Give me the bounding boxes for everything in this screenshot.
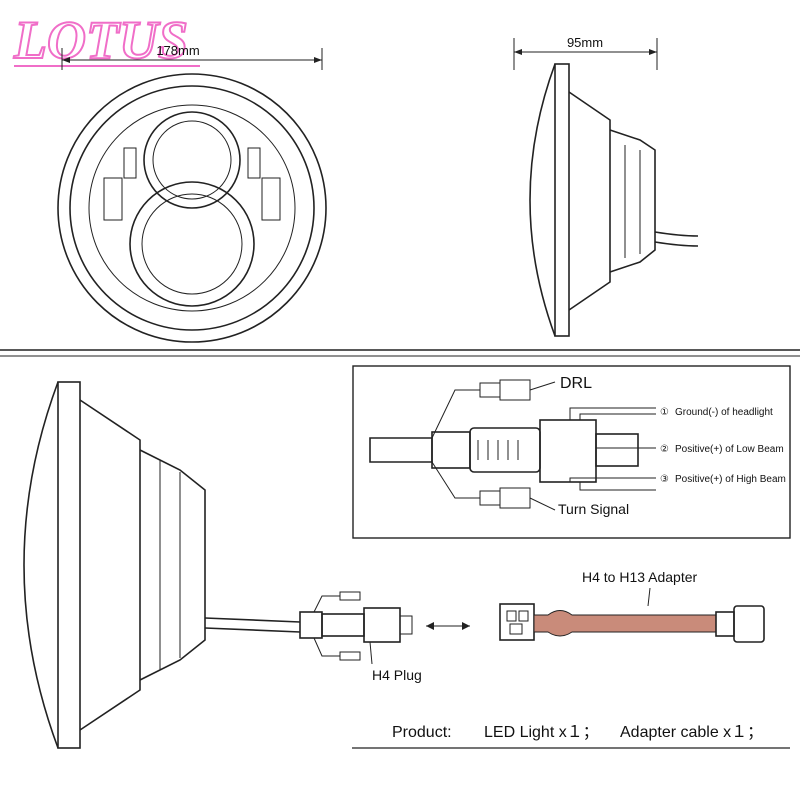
lens-dome xyxy=(529,63,556,337)
detail-cable xyxy=(369,437,433,463)
wiring-detail-box: DRL Turn Signal ① Ground(-) of headlight… xyxy=(352,365,791,539)
logo-text: LOTUS xyxy=(13,10,188,70)
adapter-cable: H4 to H13 Adapter xyxy=(499,569,765,643)
adapter-collar xyxy=(715,611,735,637)
housing-body xyxy=(568,91,611,311)
pin-marker-2: ② xyxy=(660,444,669,455)
drl-label-leader xyxy=(529,381,556,391)
plug-lead-wires xyxy=(313,595,340,657)
plug-body xyxy=(321,613,365,637)
inner-bezel xyxy=(69,85,315,331)
reflector-ring xyxy=(88,104,296,312)
side-depth-label: 95mm xyxy=(567,35,603,50)
product-item-led: LED Light x１； xyxy=(484,724,599,741)
plug-label: H4 Plug xyxy=(372,667,422,683)
bezel-rim xyxy=(554,63,570,337)
brand-logo: LOTUS xyxy=(12,9,200,71)
turn-male-connector xyxy=(479,490,501,506)
turn-female-connector xyxy=(499,487,531,509)
high-beam-lens xyxy=(143,111,241,209)
right-drl-strip xyxy=(247,147,261,179)
adapter-label-leader xyxy=(647,587,651,607)
detail-connector-head xyxy=(539,419,597,483)
heat-sink xyxy=(609,129,656,273)
outer-bezel xyxy=(57,73,327,343)
plug-label-leader xyxy=(369,641,373,665)
heat-sink-fins xyxy=(624,145,641,258)
side-dimension: 95mm xyxy=(513,35,658,70)
product-item-adapter: Adapter cable x１； xyxy=(620,724,763,741)
plug-turn-connector xyxy=(339,651,361,661)
detail-connector-body xyxy=(469,427,541,473)
power-cable xyxy=(654,231,699,247)
adapter-socket-slot-3 xyxy=(509,623,523,635)
left-turn-block xyxy=(103,177,123,221)
turn-branch-wire xyxy=(431,461,480,499)
large-cable xyxy=(204,617,301,633)
high-beam-inner xyxy=(152,120,232,200)
h4-plug: H4 Plug xyxy=(299,591,422,683)
ground-wire xyxy=(569,407,656,420)
large-heat-fins xyxy=(159,460,181,670)
adapter-h4-socket xyxy=(499,603,535,641)
plug-pin xyxy=(399,615,413,635)
detail-boot xyxy=(431,431,471,469)
turn-signal-label: Turn Signal xyxy=(558,501,629,517)
plug-boot xyxy=(299,611,323,639)
drl-female-connector xyxy=(499,379,531,401)
pin-label-1: Ground(-) of headlight xyxy=(675,407,773,418)
low-beam-lens xyxy=(129,181,255,307)
large-lens-dome xyxy=(23,381,59,749)
drl-label: DRL xyxy=(560,375,592,392)
large-bezel-rim xyxy=(57,381,81,749)
high-beam-wire xyxy=(569,477,656,491)
adapter-socket-slot-2 xyxy=(518,610,529,622)
plug-drl-connector xyxy=(339,591,361,601)
large-heat-sink xyxy=(139,449,206,681)
adapter-h13-plug xyxy=(733,605,765,643)
turn-label-leader xyxy=(529,497,556,511)
pin-marker-3: ③ xyxy=(660,474,669,485)
front-view: 178mm xyxy=(57,43,327,343)
detail-connector-ribs xyxy=(477,440,519,460)
detail-frame xyxy=(352,365,791,539)
pin-label-3: Positive(+) of High Beam xyxy=(675,474,786,485)
large-side-view xyxy=(23,381,301,749)
pin-marker-1: ① xyxy=(660,407,669,418)
connect-arrow xyxy=(426,622,470,630)
detail-connector-pin xyxy=(595,433,639,467)
pin-label-2: Positive(+) of Low Beam xyxy=(675,444,784,455)
large-housing xyxy=(79,399,141,731)
right-turn-block xyxy=(261,177,281,221)
drl-male-connector xyxy=(479,382,501,398)
drl-branch-wire xyxy=(431,389,480,439)
front-dimension: 178mm xyxy=(61,43,323,70)
low-beam-inner xyxy=(141,193,243,295)
adapter-socket-slot-1 xyxy=(506,610,517,622)
product-prefix: Product: xyxy=(392,724,452,741)
adapter-title: H4 to H13 Adapter xyxy=(582,569,698,585)
side-view: 95mm xyxy=(513,35,699,337)
plug-head xyxy=(363,607,401,643)
product-line: Product: LED Light x１； Adapter cable x１； xyxy=(352,724,790,749)
adapter-sleeve xyxy=(533,610,717,637)
front-width-label: 178mm xyxy=(156,43,199,58)
left-drl-strip xyxy=(123,147,137,179)
